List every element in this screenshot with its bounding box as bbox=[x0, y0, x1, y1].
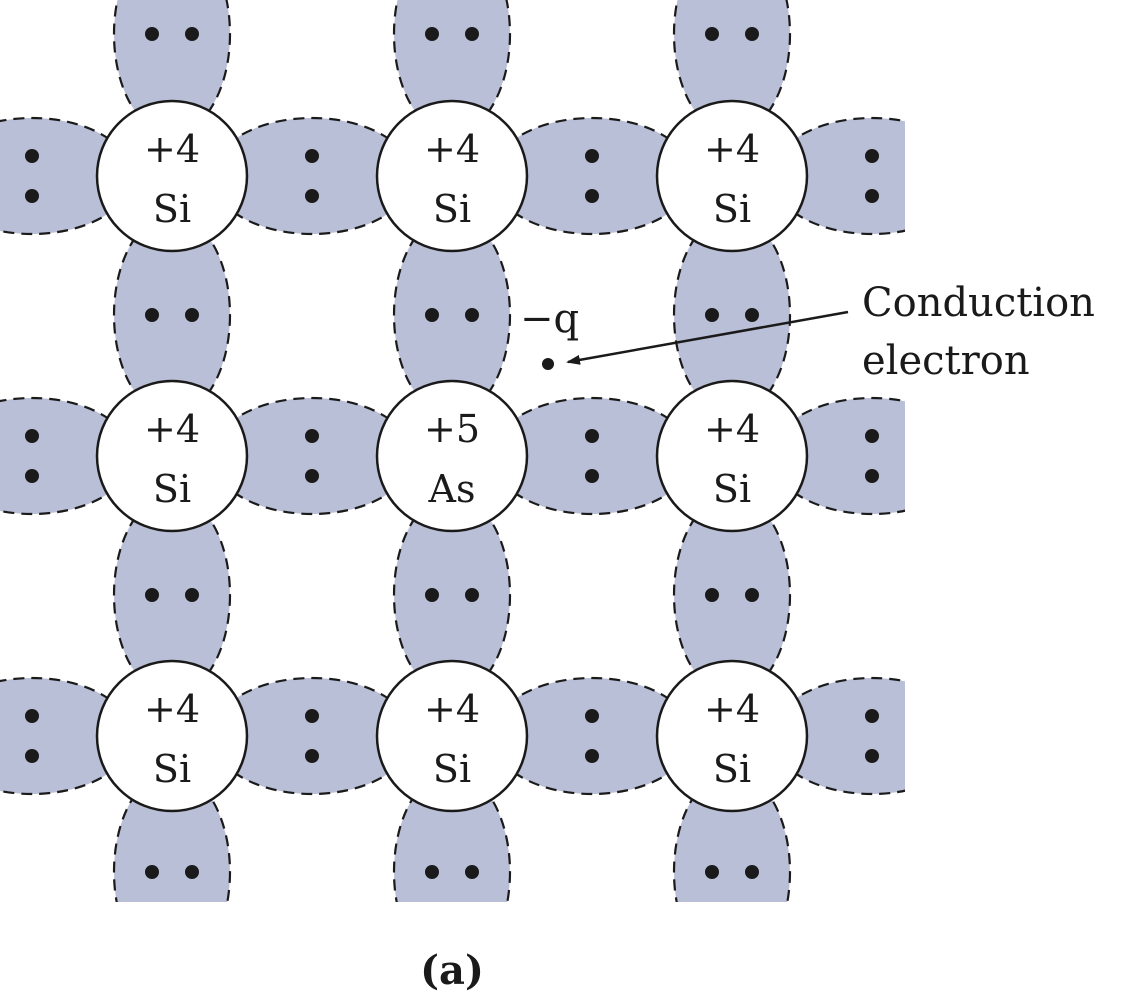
bond-electron-dot bbox=[705, 588, 719, 602]
figure-caption: (a) bbox=[420, 947, 484, 994]
atom-core: +4Si bbox=[375, 659, 529, 813]
atom-charge-label: +4 bbox=[424, 127, 480, 171]
bond-electron-dot bbox=[425, 865, 439, 879]
bond-electron-dot bbox=[585, 149, 599, 163]
bond-electron-dot bbox=[745, 27, 759, 41]
atom-charge-label: +4 bbox=[704, 407, 760, 451]
atom-charge-label: +4 bbox=[704, 127, 760, 171]
bond-electron-dot bbox=[865, 429, 879, 443]
bond-electron-dot bbox=[305, 189, 319, 203]
atom-circle bbox=[655, 379, 809, 533]
atom-circle bbox=[655, 99, 809, 253]
atom-core: +4Si bbox=[655, 99, 809, 253]
bond-electron-dot bbox=[305, 469, 319, 483]
bond-electron-dot bbox=[305, 149, 319, 163]
bond-electron-dot bbox=[25, 189, 39, 203]
bond-electron-dot bbox=[185, 588, 199, 602]
atom-core: +4Si bbox=[655, 659, 809, 813]
bond-electron-dot bbox=[145, 27, 159, 41]
bond-electron-dot bbox=[425, 588, 439, 602]
bond-electron-dot bbox=[185, 865, 199, 879]
atom-symbol-label: Si bbox=[153, 747, 191, 791]
atom-circle bbox=[375, 379, 529, 533]
atom-symbol-label: Si bbox=[153, 187, 191, 231]
watermark: 知乎 @爱在七夕时 bbox=[826, 939, 1076, 974]
bond-electron-dot bbox=[25, 709, 39, 723]
atom-charge-label: +4 bbox=[144, 687, 200, 731]
atom-core: +4Si bbox=[95, 379, 249, 533]
bond-electron-dot bbox=[865, 189, 879, 203]
atom-core: +4Si bbox=[655, 379, 809, 533]
bond-electron-dot bbox=[585, 189, 599, 203]
bond-electron-dot bbox=[585, 709, 599, 723]
bond-electron-dot bbox=[145, 588, 159, 602]
atom-charge-label: +4 bbox=[144, 127, 200, 171]
bond-electron-dot bbox=[305, 749, 319, 763]
free-electron-charge-label: −q bbox=[520, 296, 579, 342]
covalent-bonds bbox=[0, 0, 974, 974]
bond-electron-dot bbox=[585, 469, 599, 483]
bond-electron-dot bbox=[865, 149, 879, 163]
bond-electrons bbox=[25, 27, 879, 879]
atom-symbol-label: Si bbox=[433, 747, 471, 791]
bottom-crop-mask bbox=[0, 902, 1130, 1000]
annotation-arrow bbox=[566, 310, 849, 365]
bond-electron-dot bbox=[425, 308, 439, 322]
bond-electron-dot bbox=[585, 429, 599, 443]
free-electron-dot bbox=[542, 358, 554, 370]
atom-cores: +4Si+4Si+4Si+4Si+5As+4Si+4Si+4Si+4Si bbox=[95, 99, 809, 813]
bond-electron-dot bbox=[465, 865, 479, 879]
atom-symbol-label: Si bbox=[433, 187, 471, 231]
atom-charge-label: +5 bbox=[424, 407, 480, 451]
atom-charge-label: +4 bbox=[704, 687, 760, 731]
bond-electron-dot bbox=[465, 308, 479, 322]
bond-electron-dot bbox=[185, 308, 199, 322]
bond-electron-dot bbox=[305, 429, 319, 443]
bond-electron-dot bbox=[745, 588, 759, 602]
bond-electron-dot bbox=[25, 149, 39, 163]
atom-symbol-label: Si bbox=[713, 187, 751, 231]
atom-circle bbox=[95, 379, 249, 533]
bond-electron-dot bbox=[465, 27, 479, 41]
atom-charge-label: +4 bbox=[144, 407, 200, 451]
atom-core: +4Si bbox=[375, 99, 529, 253]
bond-electron-dot bbox=[745, 308, 759, 322]
bond-electron-dot bbox=[145, 865, 159, 879]
atom-core: +4Si bbox=[95, 659, 249, 813]
bond-electron-dot bbox=[25, 749, 39, 763]
annotation-label-line2: electron bbox=[862, 338, 1030, 384]
atom-core: +4Si bbox=[95, 99, 249, 253]
atom-symbol-label: As bbox=[428, 467, 476, 511]
bond-electron-dot bbox=[185, 27, 199, 41]
atom-circle bbox=[95, 659, 249, 813]
annotation-label-line1: Conduction bbox=[862, 280, 1095, 326]
bond-electron-dot bbox=[705, 308, 719, 322]
bond-electron-dot bbox=[585, 749, 599, 763]
atom-circle bbox=[95, 99, 249, 253]
bond-electron-dot bbox=[865, 469, 879, 483]
bond-electron-dot bbox=[745, 865, 759, 879]
bond-electron-dot bbox=[25, 429, 39, 443]
atom-symbol-label: Si bbox=[713, 467, 751, 511]
right-crop-mask bbox=[905, 0, 1130, 1000]
bond-electron-dot bbox=[465, 588, 479, 602]
bond-electron-dot bbox=[425, 27, 439, 41]
bond-electron-dot bbox=[25, 469, 39, 483]
atom-circle bbox=[655, 659, 809, 813]
bond-electron-dot bbox=[305, 709, 319, 723]
bond-electron-dot bbox=[865, 749, 879, 763]
atom-circle bbox=[375, 659, 529, 813]
bond-electron-dot bbox=[865, 709, 879, 723]
bond-electron-dot bbox=[705, 865, 719, 879]
bond-electron-dot bbox=[705, 27, 719, 41]
atom-symbol-label: Si bbox=[153, 467, 191, 511]
atom-circle bbox=[375, 99, 529, 253]
atom-symbol-label: Si bbox=[713, 747, 751, 791]
atom-core: +5As bbox=[375, 379, 529, 533]
atom-charge-label: +4 bbox=[424, 687, 480, 731]
bond-electron-dot bbox=[145, 308, 159, 322]
